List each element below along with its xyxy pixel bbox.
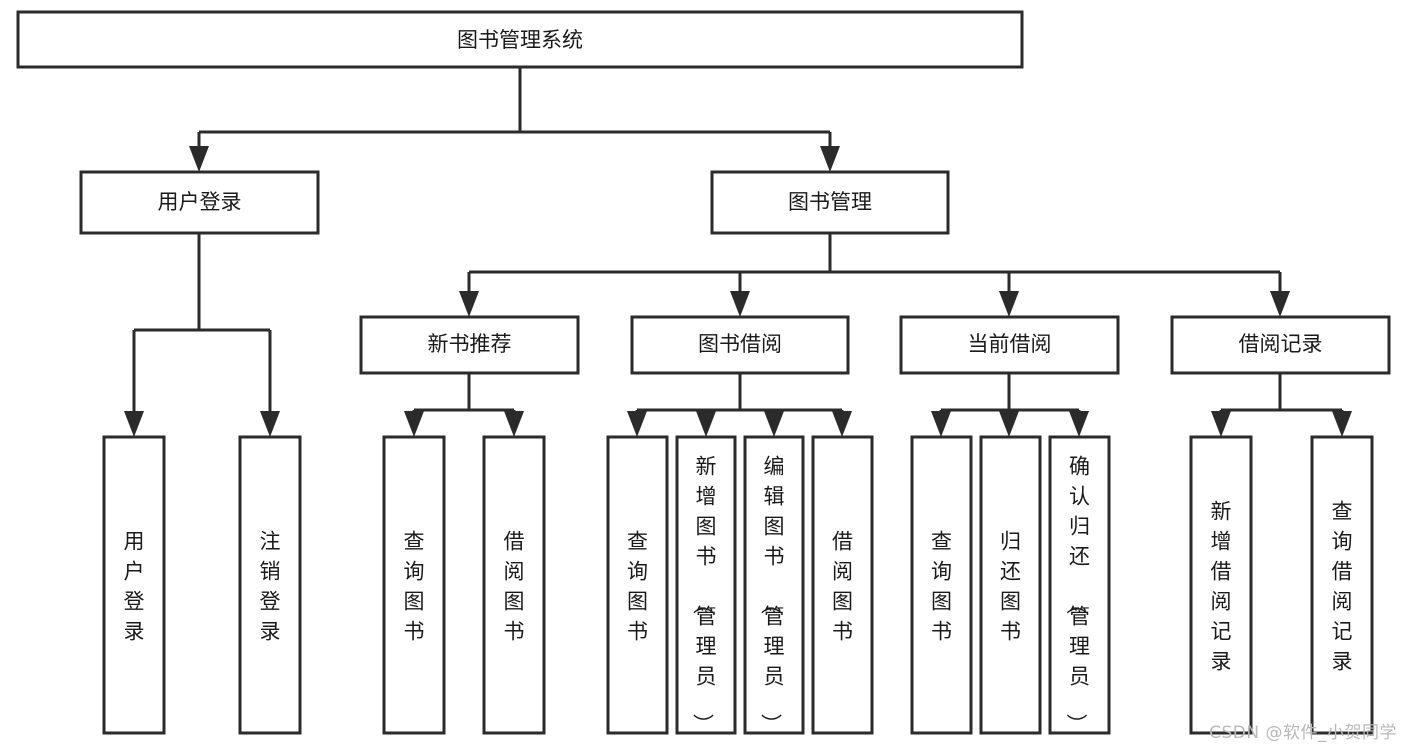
leaf-borrow-book-bw-label: 借阅图书 xyxy=(832,529,853,643)
arrow-root-to-user-login xyxy=(189,146,209,172)
leaf-borrow-book-rec-label: 借阅图书 xyxy=(504,529,525,643)
leaf-edit-book[interactable]: 编辑图书（管理员） xyxy=(743,435,805,735)
connector-book-manage-bus xyxy=(467,233,1282,295)
leaf-return-book[interactable]: 归还图书 xyxy=(979,435,1042,735)
leaf-borrow-book-bw-box[interactable] xyxy=(811,435,874,735)
leaf-query-book-rec-box[interactable] xyxy=(382,435,446,735)
leaf-layer: 用户登录 注销登录 查询图书 借阅图书 查询图书 新增图书（管理员） 编辑图书（管理员） 借阅… xyxy=(102,435,1374,735)
arrow-to-leaf-query-book-bw xyxy=(627,411,647,437)
connector-current-borrow-bus xyxy=(939,373,1081,415)
leaf-query-book-bw-label: 查询图书 xyxy=(627,529,648,643)
connector-layer xyxy=(124,67,1352,437)
node-book-manage-box[interactable] xyxy=(710,170,950,235)
node-book-borrow-label: 图书借阅 xyxy=(698,332,782,356)
leaf-confirm-return[interactable]: 确认归还（管理员） xyxy=(1048,435,1111,735)
leaf-borrow-book-rec-box[interactable] xyxy=(482,435,546,735)
leaf-return-book-label: 归还图书 xyxy=(1000,529,1021,643)
node-root-label: 图书管理系统 xyxy=(457,28,583,52)
leaf-query-book-rec[interactable]: 查询图书 xyxy=(382,435,446,735)
leaf-confirm-return-box[interactable] xyxy=(1048,435,1111,735)
node-new-book-recommend[interactable]: 新书推荐 xyxy=(359,315,580,375)
arrow-to-leaf-add-book xyxy=(696,411,716,437)
node-book-manage[interactable]: 图书管理 xyxy=(710,170,950,235)
node-borrow-record[interactable]: 借阅记录 xyxy=(1170,315,1391,375)
leaf-add-borrow-record-box[interactable] xyxy=(1189,435,1253,735)
arrow-to-leaf-query-book-rec xyxy=(404,411,424,437)
leaf-add-borrow-record[interactable]: 新增借阅记录 xyxy=(1189,435,1253,735)
node-new-book-recommend-label: 新书推荐 xyxy=(428,332,512,356)
arrow-to-leaf-return-book xyxy=(999,411,1019,437)
arrow-to-borrow-record xyxy=(1270,291,1290,317)
leaf-user-login[interactable]: 用户登录 xyxy=(102,435,166,735)
node-current-borrow-box[interactable] xyxy=(899,315,1120,375)
node-book-borrow-box[interactable] xyxy=(630,315,850,375)
leaf-query-book-cb[interactable]: 查询图书 xyxy=(910,435,973,735)
leaf-borrow-book-bw[interactable]: 借阅图书 xyxy=(811,435,874,735)
arrow-to-current-borrow xyxy=(999,291,1019,317)
arrow-to-new-book-recommend xyxy=(459,291,479,317)
node-user-login[interactable]: 用户登录 xyxy=(79,170,320,235)
leaf-add-book-label: 新增图书（管理员） xyxy=(691,454,717,734)
leaf-query-book-bw[interactable]: 查询图书 xyxy=(606,435,669,735)
connector-user-login-bus xyxy=(132,233,272,415)
node-user-login-box[interactable] xyxy=(79,170,320,235)
leaf-return-book-box[interactable] xyxy=(979,435,1042,735)
node-current-borrow-label: 当前借阅 xyxy=(968,332,1052,356)
connector-root-bus xyxy=(197,67,832,150)
leaf-add-borrow-record-label: 新增借阅记录 xyxy=(1211,499,1232,673)
connector-borrow-record-bus xyxy=(1219,373,1344,415)
node-new-book-recommend-box[interactable] xyxy=(359,315,580,375)
leaf-query-borrow-rec-box[interactable] xyxy=(1310,435,1374,735)
node-user-login-label: 用户登录 xyxy=(158,190,242,214)
leaf-query-book-bw-box[interactable] xyxy=(606,435,669,735)
arrow-to-leaf-logout-login xyxy=(260,411,280,437)
leaf-logout-login[interactable]: 注销登录 xyxy=(238,435,302,735)
arrow-to-leaf-edit-book xyxy=(764,411,784,437)
watermark-text: CSDN @软件_小贺同学 xyxy=(1209,723,1397,743)
leaf-confirm-return-label: 确认归还（管理员） xyxy=(1064,454,1090,734)
leaf-logout-login-box[interactable] xyxy=(238,435,302,735)
leaf-add-book-box[interactable] xyxy=(675,435,737,735)
leaf-query-book-cb-label: 查询图书 xyxy=(931,529,952,643)
arrow-to-leaf-confirm-return xyxy=(1069,411,1089,437)
node-borrow-record-label: 借阅记录 xyxy=(1239,332,1323,356)
node-book-manage-label: 图书管理 xyxy=(788,190,872,214)
leaf-query-book-rec-label: 查询图书 xyxy=(404,529,425,643)
leaf-query-borrow-rec[interactable]: 查询借阅记录 xyxy=(1310,435,1374,735)
node-root-box[interactable] xyxy=(16,10,1024,69)
arrow-root-to-book-manage xyxy=(820,146,840,172)
leaf-user-login-box[interactable] xyxy=(102,435,166,735)
leaf-logout-login-label: 注销登录 xyxy=(260,529,281,643)
node-root[interactable]: 图书管理系统 xyxy=(16,10,1024,69)
node-book-borrow[interactable]: 图书借阅 xyxy=(630,315,850,375)
arrow-to-leaf-query-borrow-rec xyxy=(1332,411,1352,437)
node-current-borrow[interactable]: 当前借阅 xyxy=(899,315,1120,375)
node-borrow-record-box[interactable] xyxy=(1170,315,1391,375)
arrow-to-leaf-add-borrow-record xyxy=(1211,411,1231,437)
leaf-add-book[interactable]: 新增图书（管理员） xyxy=(675,435,737,735)
leaf-edit-book-label: 编辑图书（管理员） xyxy=(759,454,785,734)
arrow-to-leaf-user-login xyxy=(124,411,144,437)
leaf-user-login-label: 用户登录 xyxy=(124,529,145,643)
leaf-edit-book-box[interactable] xyxy=(743,435,805,735)
arrow-to-leaf-borrow-book-rec xyxy=(504,411,524,437)
arrow-to-leaf-borrow-book-bw xyxy=(832,411,852,437)
arrow-to-leaf-query-book-cb xyxy=(931,411,951,437)
leaf-borrow-book-rec[interactable]: 借阅图书 xyxy=(482,435,546,735)
arrow-to-book-borrow xyxy=(730,291,750,317)
leaf-query-book-cb-box[interactable] xyxy=(910,435,973,735)
connector-book-borrow-bus xyxy=(635,373,844,415)
leaf-query-borrow-rec-label: 查询借阅记录 xyxy=(1332,499,1353,673)
node-layer: 图书管理系统 用户登录 图书管理 新书推荐 图书借阅 当前借阅 xyxy=(16,10,1391,375)
connector-new-book-recommend-bus xyxy=(412,373,516,415)
